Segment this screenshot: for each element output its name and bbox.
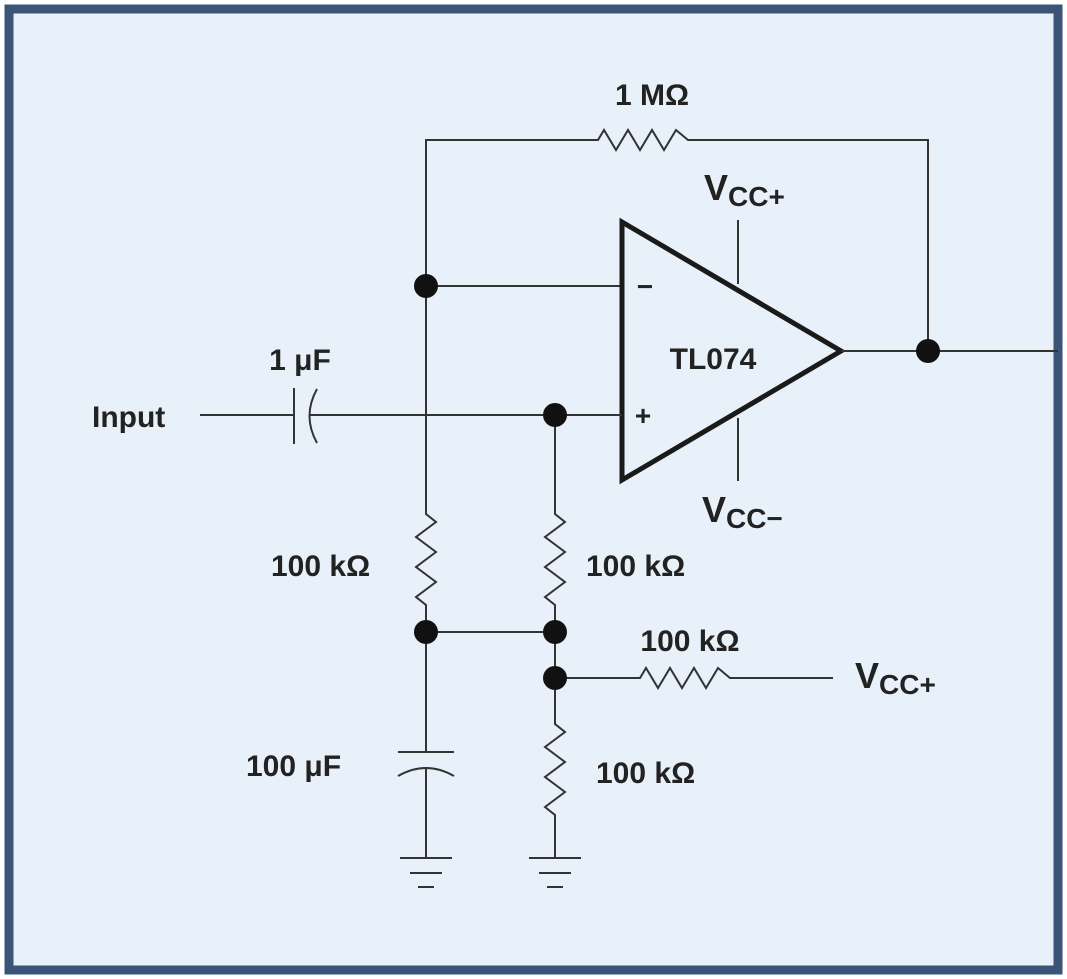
opamp-minus-sign: −: [637, 271, 653, 302]
opamp-plus-sign: +: [635, 400, 651, 431]
bottom-resistor-label: 100 kΩ: [596, 757, 695, 790]
opamp-symbol: [619, 217, 846, 485]
left-resistor-label: 100 kΩ: [271, 550, 370, 583]
input-capacitor-label: 1 μF: [269, 344, 331, 377]
junction-dot: [543, 620, 567, 644]
junction-dot: [414, 620, 438, 644]
junction-nodes: [414, 274, 940, 690]
junction-dot: [543, 403, 567, 427]
right-ground-icon: [529, 857, 581, 888]
horizontal-resistor: [555, 666, 833, 690]
opamp-label: TL074: [670, 343, 757, 376]
vcc-plus-right-label: VCC+: [855, 655, 936, 700]
left-resistor: [414, 289, 438, 752]
middle-resistor-label: 100 kΩ: [586, 550, 685, 583]
vcc-plus-top-label: VCC+: [704, 167, 785, 212]
junction-dot: [916, 339, 940, 363]
feedback-resistor-label: 1 MΩ: [615, 79, 689, 112]
vcc-minus-label: VCC−: [702, 489, 783, 534]
left-ground-icon: [400, 857, 452, 888]
junction-dot: [414, 274, 438, 298]
bottom-capacitor: [397, 751, 455, 857]
feedback-resistor: [425, 128, 929, 349]
junction-dot: [543, 666, 567, 690]
schematic-border: [4, 4, 1063, 975]
horizontal-resistor-label: 100 kΩ: [640, 625, 739, 658]
input-label: Input: [92, 401, 165, 434]
bottom-capacitor-label: 100 μF: [246, 750, 341, 783]
middle-resistors: [543, 415, 567, 857]
